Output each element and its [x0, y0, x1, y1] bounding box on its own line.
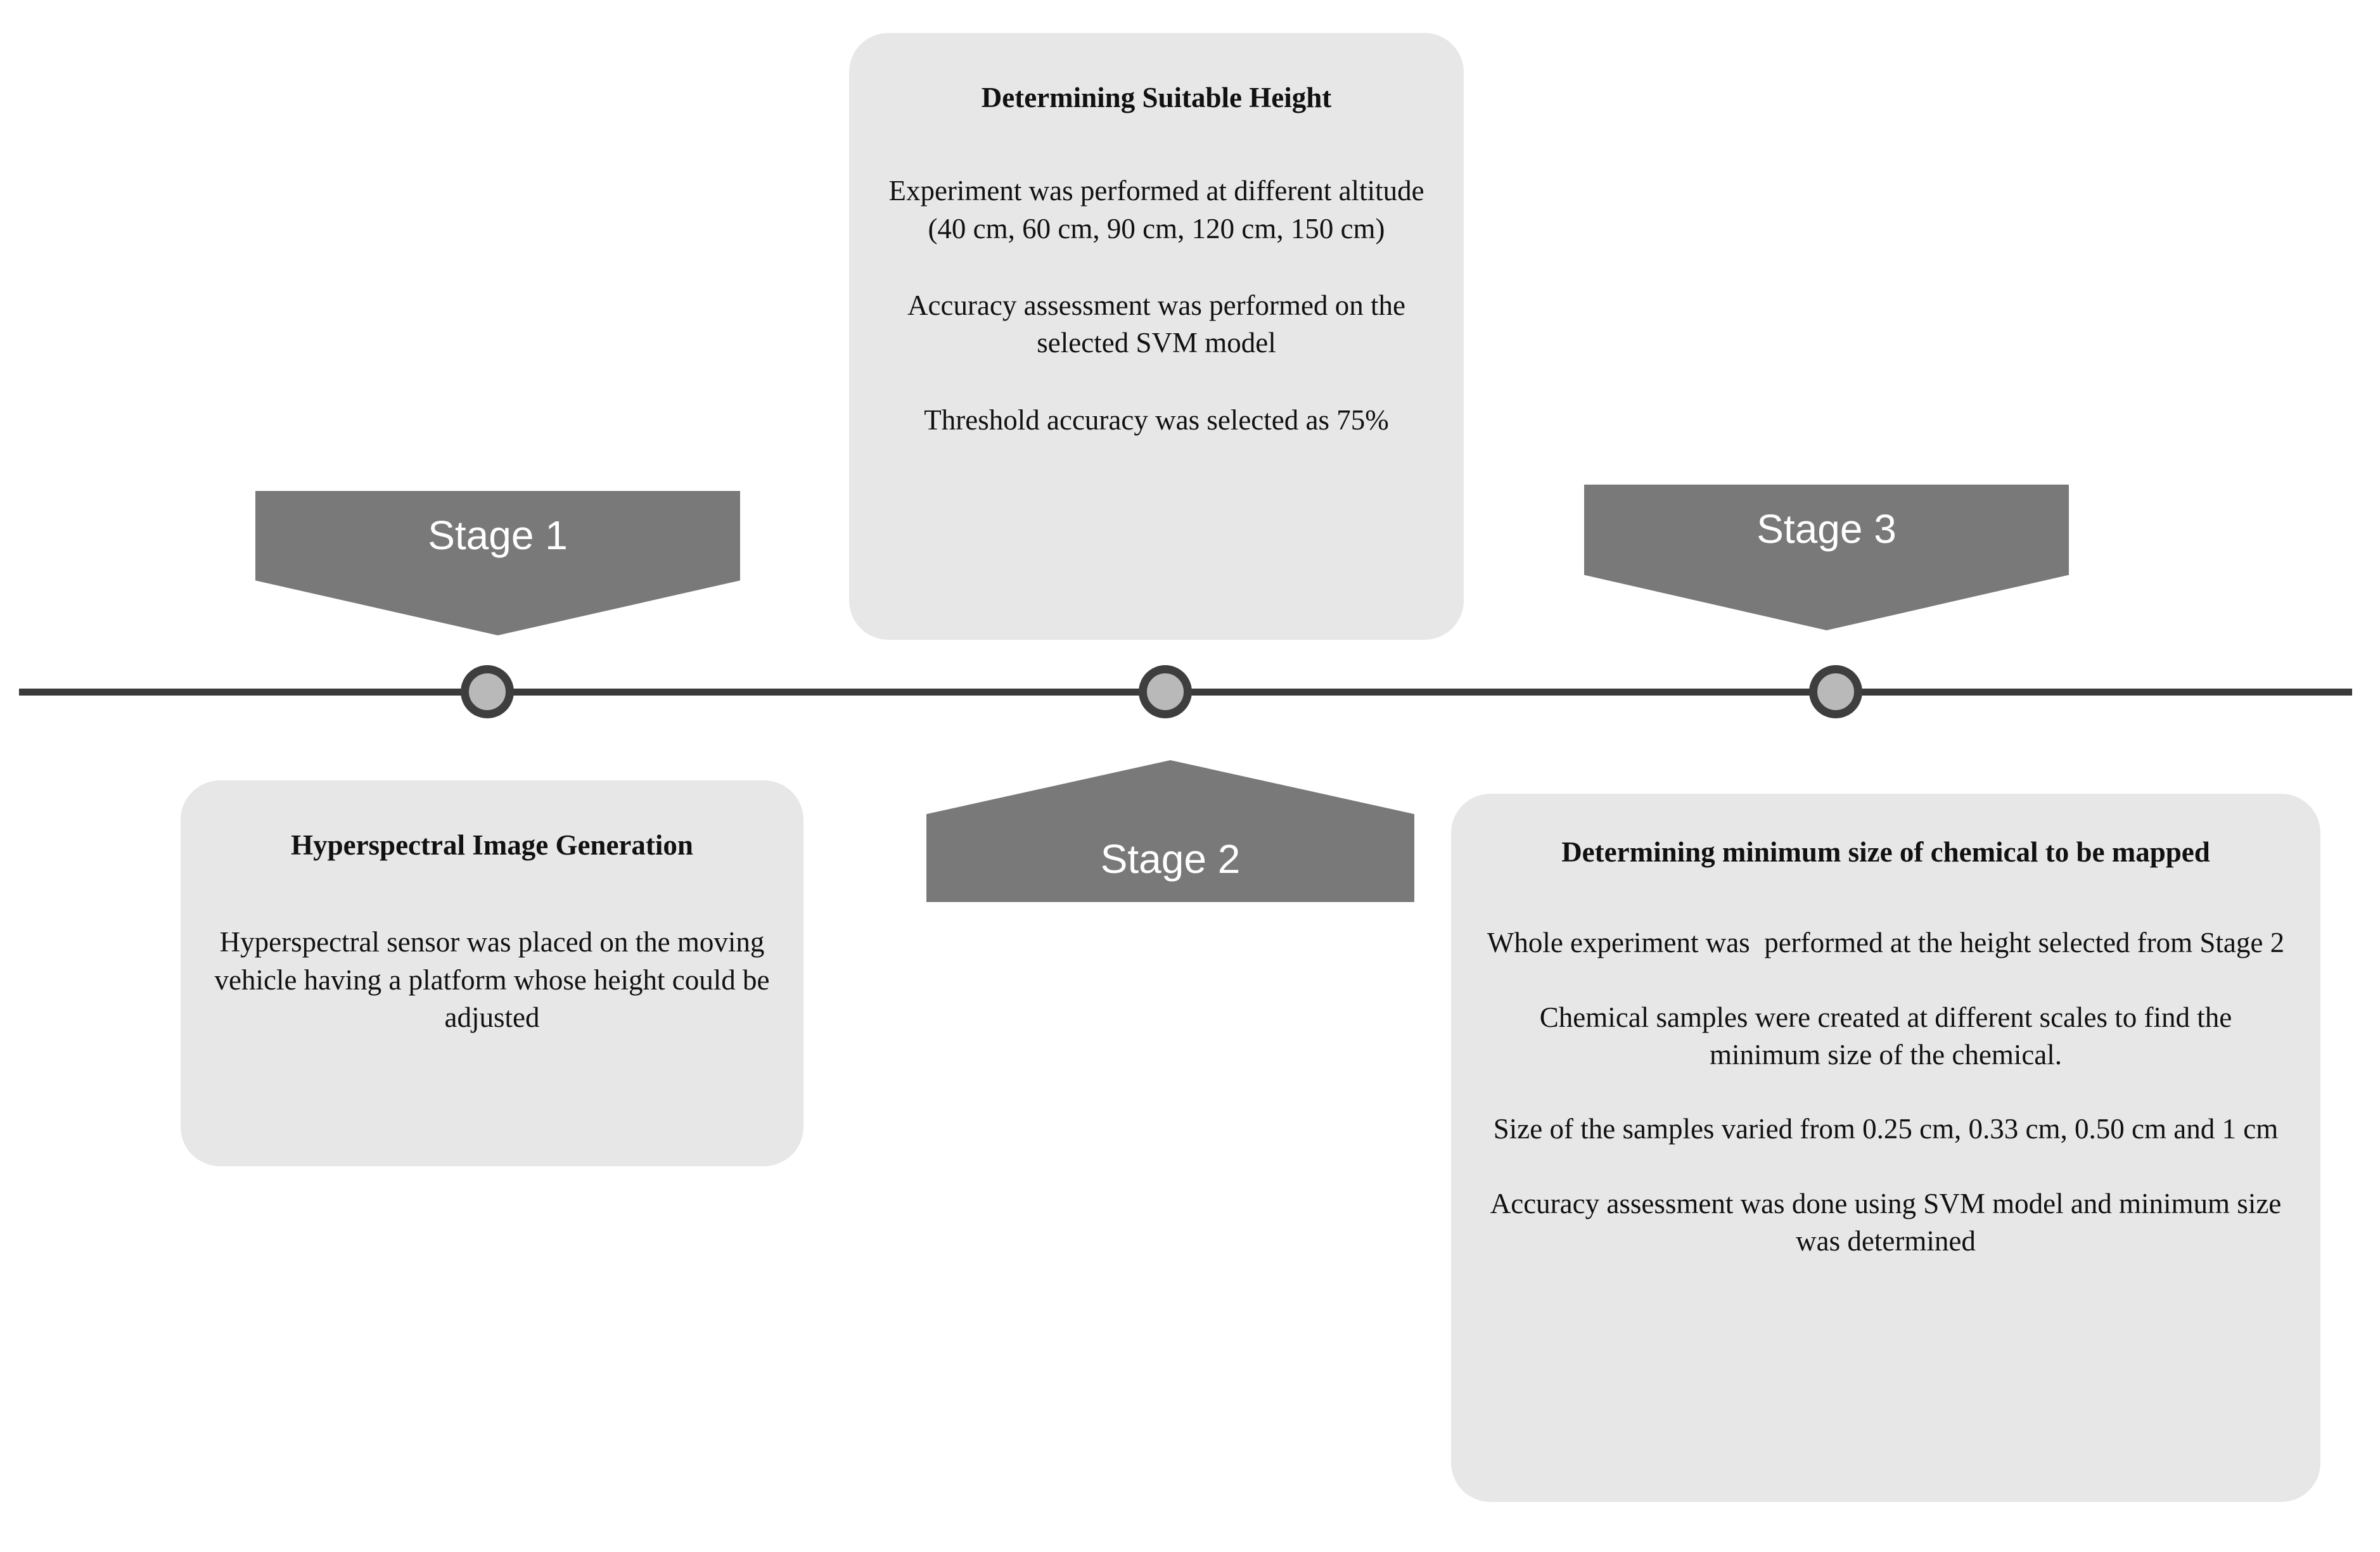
stage-card-paragraph: Threshold accuracy was selected as 75% — [924, 404, 1389, 436]
stage-banner-stage-3[interactable]: Stage 3 — [1584, 485, 2069, 630]
stage-card-stage-2: Determining Suitable Height Experiment w… — [849, 33, 1464, 640]
stage-banner-label: Stage 1 — [428, 512, 568, 558]
stage-card-paragraph: Experiment was performed at different al… — [888, 175, 1431, 245]
timeline-marker-stage-2[interactable] — [1139, 665, 1192, 718]
stage-card-paragraph: Chemical samples were created at differe… — [1539, 1001, 2239, 1071]
stage-card-stage-3: Determining minimum size of chemical to … — [1451, 794, 2320, 1502]
stage-card-paragraph: Size of the samples varied from 0.25 cm,… — [1493, 1113, 2279, 1145]
timeline-marker-stage-3[interactable] — [1809, 665, 1862, 718]
stage-card-paragraph: Accuracy assessment was performed on the… — [907, 289, 1413, 359]
stage-card-paragraph: Hyperspectral sensor was placed on the m… — [214, 926, 777, 1034]
stage-banner-label: Stage 2 — [1100, 836, 1241, 882]
stage-banner-stage-1[interactable]: Stage 1 — [255, 491, 740, 635]
stage-banner-label: Stage 3 — [1756, 506, 1897, 552]
stage-card-paragraph: Accuracy assessment was done using SVM m… — [1490, 1187, 2289, 1257]
stage-banner-stage-2[interactable]: Stage 2 — [926, 760, 1414, 902]
stage-card-title: Determining minimum size of chemical to … — [1561, 836, 2210, 868]
stage-card-paragraph: Whole experiment was performed at the he… — [1487, 927, 2285, 959]
stage-card-title: Hyperspectral Image Generation — [291, 829, 693, 861]
timeline-marker-stage-1[interactable] — [461, 665, 514, 718]
stage-card-stage-1: Hyperspectral Image Generation Hyperspec… — [181, 780, 803, 1166]
stage-card-title: Determining Suitable Height — [981, 82, 1332, 113]
